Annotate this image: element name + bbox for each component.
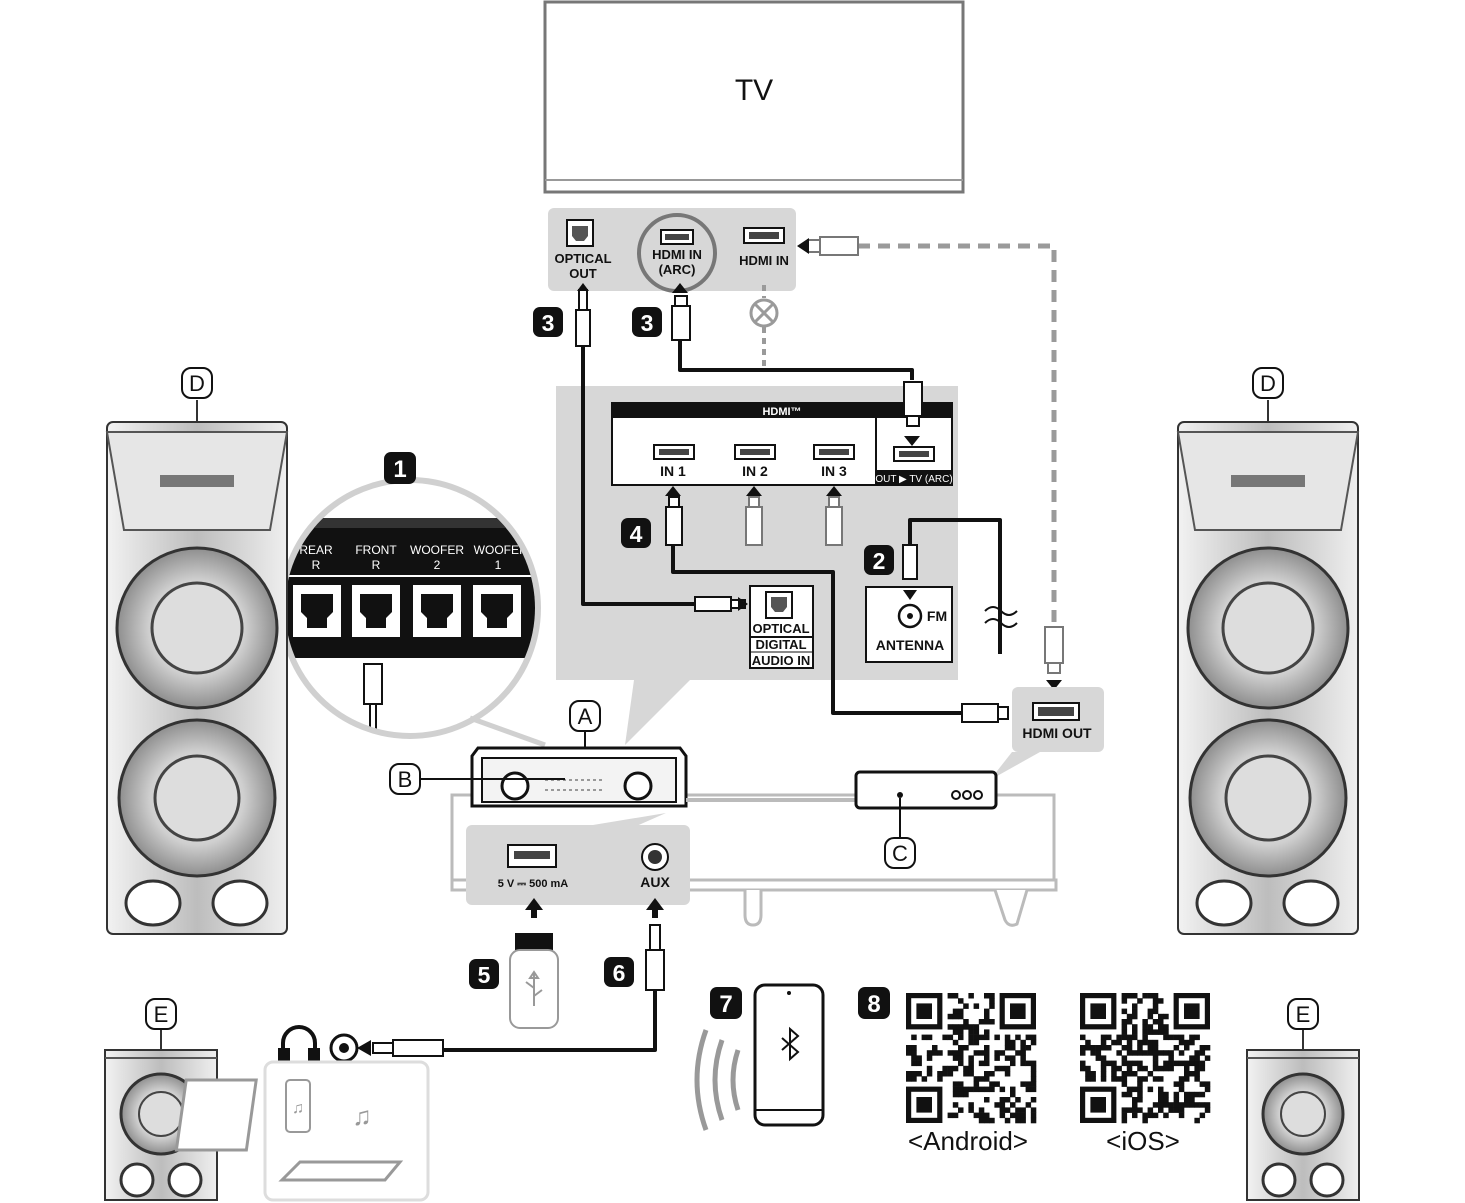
- bluetooth-icon: [781, 1026, 800, 1062]
- terminal-woofer1-label: WOOFEI: [474, 543, 523, 557]
- step-badge-3a: 3: [533, 307, 563, 337]
- svg-text:♫: ♫: [292, 1100, 304, 1117]
- hdmi-in3-label: IN 3: [821, 463, 847, 479]
- tv: TV: [543, 0, 965, 194]
- optical-in-label-2: DIGITAL: [755, 637, 806, 652]
- usb-label: 5 V ⎓ 500 mA: [498, 878, 569, 890]
- callout-e-right: E: [1287, 998, 1319, 1030]
- hdmi-out-arc-port: [893, 446, 935, 462]
- svg-text:3: 3: [542, 310, 555, 336]
- hdmi-in2-label: IN 2: [742, 463, 768, 479]
- callout-b: B: [389, 763, 421, 795]
- external-devices-panel: ♫ ♫: [174, 1060, 430, 1202]
- tv-hdmi-arc-label-2: (ARC): [659, 262, 696, 277]
- disallowed-icon: [749, 298, 779, 328]
- callout-d-left: D: [181, 367, 213, 399]
- laptop-music-icon: ♫: [174, 1078, 404, 1182]
- unit-rear-panel: HDMI™ IN 1 IN 2 IN 3 OUT ▶ TV (ARC) OPTI…: [556, 386, 958, 745]
- step-badge-8: 8: [858, 987, 890, 1019]
- optical-in-label-3: AUDIO IN: [752, 653, 811, 668]
- svg-text:B: B: [398, 767, 413, 792]
- callout-d-right: D: [1252, 367, 1284, 399]
- left-tower-speaker: [105, 400, 289, 935]
- terminal-rear-label: REAR: [299, 543, 333, 557]
- hdmi-in1-label: IN 1: [660, 463, 686, 479]
- android-qr-code: [906, 993, 1037, 1124]
- tv-hdmi-in-label: HDMI IN: [739, 253, 789, 268]
- usb-stick-icon: [509, 933, 559, 1029]
- cables: [444, 243, 1057, 1052]
- phone-music-icon: [285, 1079, 311, 1133]
- step-badge-4: 4: [621, 518, 651, 548]
- step-badge-3b: 3: [632, 307, 662, 337]
- step-badge-2: 2: [864, 545, 894, 575]
- smartphone-icon: [753, 983, 825, 1127]
- hdmi-in3-port: [813, 444, 855, 460]
- aux-plug-icon: [645, 924, 665, 991]
- antenna-break-symbol: [984, 606, 1018, 628]
- terminal-front-label: FRONT: [355, 543, 397, 557]
- unit-right-knob: [623, 771, 653, 801]
- svg-text:7: 7: [719, 991, 732, 1018]
- svg-text:♫: ♫: [352, 1101, 372, 1131]
- step-badge-7: 7: [710, 987, 742, 1019]
- tv-optical-out-label-1: OPTICAL: [554, 251, 611, 266]
- svg-text:D: D: [1260, 371, 1276, 396]
- svg-text:D: D: [189, 371, 205, 396]
- callout-e-left: E: [145, 998, 177, 1030]
- fm-label: FM: [927, 608, 947, 624]
- hdmi-in1-port: [653, 444, 695, 460]
- hdmi-panel-header: HDMI™: [762, 406, 801, 418]
- aux-label: AUX: [640, 874, 670, 890]
- hdmi-out-box-label: HDMI OUT: [1022, 725, 1092, 741]
- headphones-icon: [278, 1025, 320, 1066]
- callout-c: C: [884, 837, 916, 869]
- step-badge-5: 5: [469, 959, 499, 989]
- tv-ports-panel: OPTICAL OUT HDMI IN (ARC) HDMI IN: [548, 208, 796, 293]
- terminal-woofer2-label: WOOFER: [410, 543, 464, 557]
- svg-text:4: 4: [630, 521, 643, 547]
- right-small-speaker: [1246, 1028, 1360, 1201]
- audio-jack-icon: [329, 1033, 444, 1063]
- svg-text:E: E: [1296, 1002, 1311, 1027]
- svg-text:2: 2: [873, 548, 886, 574]
- terminal-woofer2-ch: 2: [434, 558, 441, 572]
- svg-text:A: A: [578, 704, 593, 729]
- callout-a: A: [569, 700, 601, 732]
- step-badge-6: 6: [604, 957, 634, 987]
- tv-hdmi-arc-label-1: HDMI IN: [652, 247, 702, 262]
- step-badge-1: 1: [384, 452, 416, 484]
- unit-left-knob: [500, 771, 530, 801]
- svg-text:E: E: [154, 1002, 169, 1027]
- svg-text:6: 6: [613, 960, 626, 986]
- settop-hdmi-out-panel: HDMI OUT: [990, 687, 1104, 780]
- terminal-woofer1-ch: 1: [495, 558, 502, 572]
- step-badges: 1 2 3 3 4 5 6 7 8: [384, 307, 894, 1019]
- settop-box: [854, 770, 998, 838]
- qr-ios-label: <iOS>: [1106, 1126, 1180, 1156]
- svg-text:1: 1: [393, 456, 406, 483]
- terminal-rear-ch: R: [312, 558, 321, 572]
- optical-in-label-1: OPTICAL: [752, 621, 809, 636]
- connectors: [575, 236, 1064, 723]
- tv-optical-out-label-2: OUT: [569, 266, 597, 281]
- letter-callouts: A B C D D E E: [145, 367, 1319, 1030]
- hdmi-out-label: OUT ▶ TV (ARC): [875, 474, 952, 485]
- speaker-terminal-magnifier: REAR R FRONT R WOOFER 2 WOOFEI 1: [279, 477, 546, 748]
- bluetooth-signal-icon: [694, 1029, 741, 1131]
- qr-android-label: <Android>: [908, 1126, 1028, 1156]
- svg-text:C: C: [892, 841, 908, 866]
- svg-text:5: 5: [478, 962, 491, 988]
- svg-text:8: 8: [867, 991, 880, 1018]
- tv-label: TV: [735, 74, 773, 107]
- front-panel-ports: 5 V ⎓ 500 mA AUX: [466, 813, 690, 918]
- ios-qr-code: [1080, 993, 1211, 1124]
- terminal-front-ch: R: [372, 558, 381, 572]
- antenna-label: ANTENNA: [876, 637, 944, 653]
- hdmi-in2-port: [734, 444, 776, 460]
- svg-text:3: 3: [641, 310, 654, 336]
- right-tower-speaker: [1176, 400, 1360, 935]
